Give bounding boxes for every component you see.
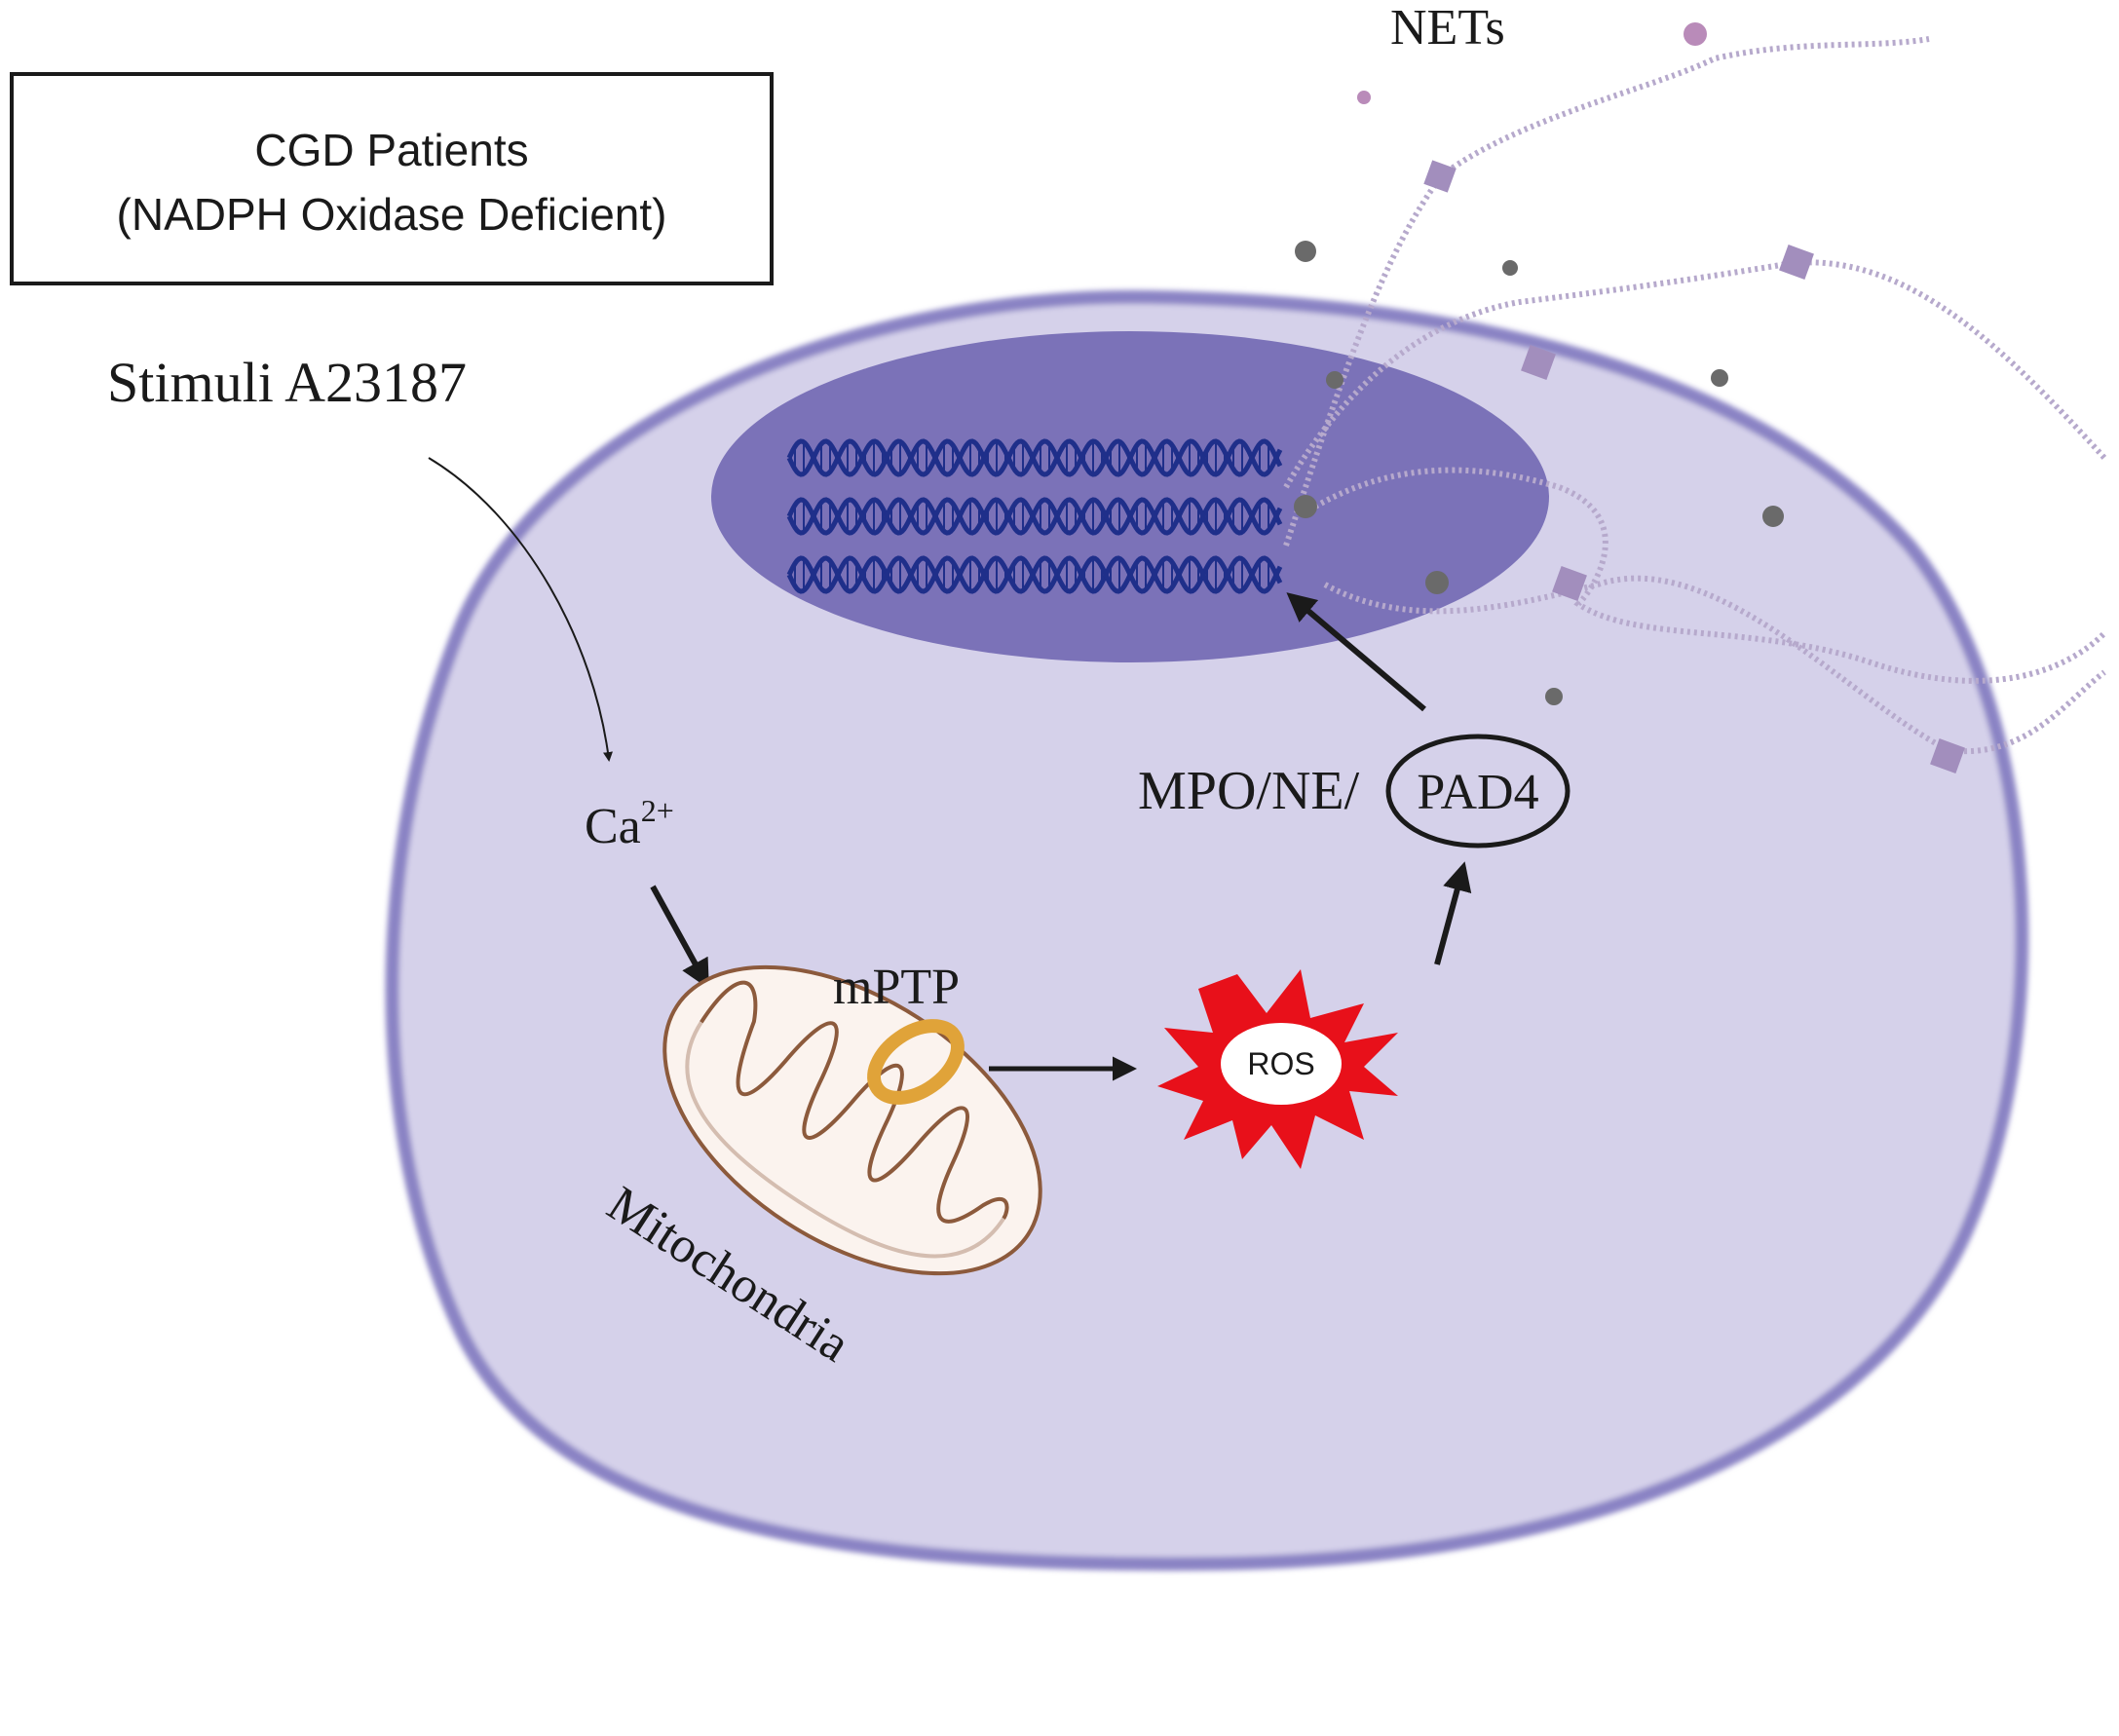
arrow-pad4-to-nucleus <box>1286 592 1426 712</box>
mptp-label: mPTP <box>833 960 960 1015</box>
calcium-label: Ca2+ <box>585 793 674 854</box>
calcium-superscript: 2+ <box>641 793 674 828</box>
arrow-ros-to-pad4 <box>1434 861 1472 965</box>
cell-membrane <box>385 289 2029 1571</box>
ros-label: ROS <box>1247 1046 1314 1081</box>
stimuli-label: Stimuli A23187 <box>107 351 467 414</box>
arrow-calcium-to-mitochondria <box>650 885 709 990</box>
nets-label: NETs <box>1390 0 1505 56</box>
enzymes-label: MPO/NE/ <box>1138 761 1360 821</box>
title-line-2: (NADPH Oxidase Deficient) <box>117 189 667 240</box>
pad4-label: PAD4 <box>1417 765 1538 820</box>
title-box <box>10 72 774 285</box>
mptp-ring <box>867 1019 965 1105</box>
net-fibers <box>1283 36 2107 755</box>
mitochondria-icon <box>662 964 1042 1276</box>
dna-strands <box>786 438 1283 594</box>
arrow-stimuli-to-calcium <box>428 457 613 762</box>
pad4-circle <box>1385 734 1570 849</box>
net-particles <box>1294 22 1965 774</box>
ros-burst-core <box>1221 1023 1342 1105</box>
title-line-1: CGD Patients <box>254 125 528 175</box>
calcium-base: Ca <box>585 799 641 854</box>
